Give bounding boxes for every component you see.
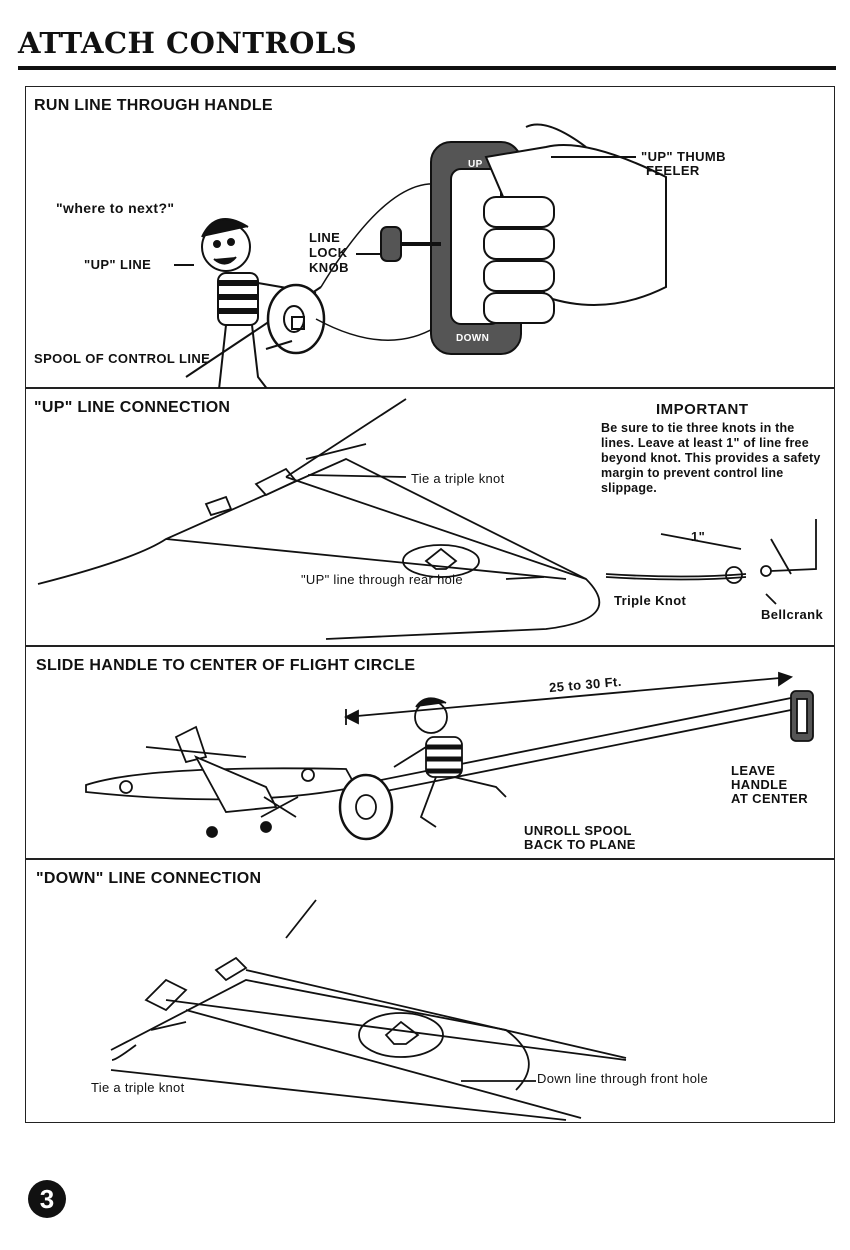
handle-down-text: DOWN [456,333,490,344]
label-line-lock-1: LINE [309,230,341,245]
page-number-badge: 3 [28,1180,66,1218]
label-thumb-feeler-2: FEELER [646,163,700,178]
run-line-illustration [174,123,667,389]
page-title: ATTACH CONTROLS [18,26,358,60]
label-triple-knot: Triple Knot [614,593,687,608]
label-spool: SPOOL OF CONTROL LINE [34,351,211,366]
label-unroll-1: UNROLL SPOOL [524,823,632,838]
label-line-lock-2: LOCK [309,245,348,260]
label-leave-2: HANDLE [731,777,788,792]
up-line-illustration [37,398,817,640]
panel-up-line: "UP" LINE CONNECTION Tie a triple knot "… [25,388,835,646]
down-line-illustration [110,899,627,1121]
panel-down-line: "DOWN" LINE CONNECTION Tie a triple knot… [25,859,835,1123]
label-up-line: "UP" LINE [84,257,152,272]
label-front-hole: Down line through front hole [537,1071,709,1086]
label-thumb-feeler-1: "UP" THUMB [641,149,726,164]
important-body: Be sure to tie three knots in the lines.… [601,421,821,495]
important-heading: IMPORTANT [656,401,749,418]
label-tie-knot-1: Tie a triple knot [411,471,505,486]
handle-up-text: UP [468,159,483,170]
label-unroll-2: BACK TO PLANE [524,837,636,852]
slide-handle-illustration [85,671,814,841]
label-leave-3: AT CENTER [731,791,809,806]
panel-title-down-line: "DOWN" LINE CONNECTION [36,870,262,887]
title-rule [18,66,836,70]
label-one-inch: 1" [691,529,706,544]
label-line-lock-3: KNOB [309,260,349,275]
speech-bubble-text: "where to next?" [56,200,175,216]
label-leave-1: LEAVE [731,763,776,778]
panel-title-run-line: RUN LINE THROUGH HANDLE [34,97,273,114]
panel-slide-handle: SLIDE HANDLE TO CENTER OF FLIGHT CIRCLE … [25,646,835,859]
label-bellcrank: Bellcrank [761,607,824,622]
panel-title-slide-handle: SLIDE HANDLE TO CENTER OF FLIGHT CIRCLE [36,657,416,674]
panel-title-up-line: "UP" LINE CONNECTION [34,399,231,416]
panel-run-line: RUN LINE THROUGH HANDLE "where to next?"… [25,86,835,389]
label-rear-hole: "UP" line through rear hole [301,572,463,587]
label-tie-knot-2: Tie a triple knot [91,1080,185,1095]
